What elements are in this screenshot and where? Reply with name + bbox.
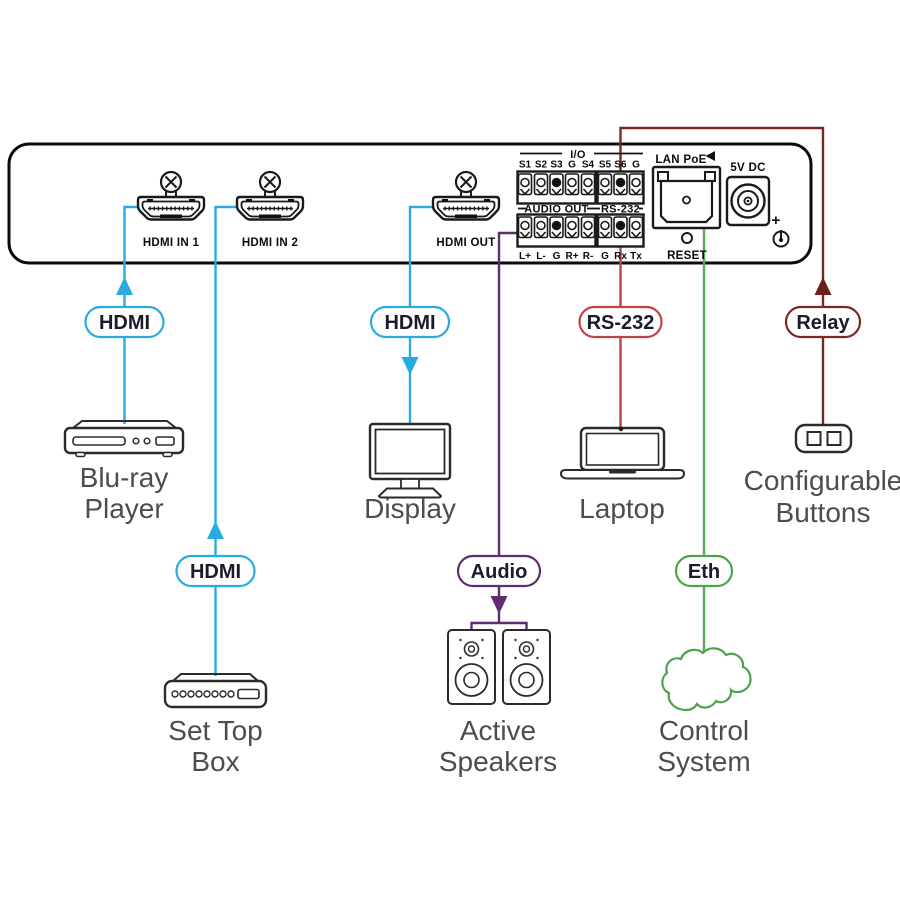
control-system-label-line1: Control bbox=[659, 715, 749, 746]
svg-text:Eth: Eth bbox=[688, 561, 720, 583]
hdmi-connector-icon bbox=[431, 195, 501, 221]
bluray-player-icon bbox=[63, 420, 185, 458]
terminal-screws bbox=[517, 216, 644, 239]
polarity-plus-label: + bbox=[771, 212, 780, 229]
arrow-down-icon bbox=[490, 596, 508, 614]
svg-text:Tx: Tx bbox=[630, 251, 642, 262]
arrow-up-icon bbox=[207, 521, 224, 539]
arrow-up-icon bbox=[116, 277, 133, 295]
svg-text:S5: S5 bbox=[599, 160, 612, 171]
svg-text:G: G bbox=[601, 251, 609, 262]
rs232-badge: RS-232 bbox=[578, 305, 663, 339]
laptop-icon bbox=[559, 426, 686, 480]
io-header: I/O bbox=[570, 149, 586, 161]
screw-icon bbox=[159, 170, 183, 198]
configurable-buttons-icon bbox=[794, 423, 853, 454]
audio-cable bbox=[497, 231, 518, 623]
svg-text:S4: S4 bbox=[582, 160, 595, 171]
screw-icon bbox=[258, 170, 282, 198]
speakers-label-line1: Active bbox=[460, 715, 536, 746]
io-terminal-block: I/O S1 S2 S3 G S4 S5 S6 G bbox=[516, 149, 645, 205]
lan-poe-label: LAN PoE bbox=[655, 154, 706, 166]
bluray-label-line1: Blu-ray bbox=[80, 462, 169, 493]
reset-label: RESET bbox=[667, 250, 707, 262]
bluray-label-line2: Player bbox=[84, 493, 163, 524]
control-system-label-line2: System bbox=[657, 746, 750, 777]
svg-text:S6: S6 bbox=[614, 160, 627, 171]
arrow-up-icon bbox=[814, 277, 832, 295]
svg-text:S3: S3 bbox=[550, 160, 563, 171]
set-top-box-icon bbox=[163, 673, 268, 709]
hdmi-in-1-label: HDMI IN 1 bbox=[143, 237, 200, 249]
svg-text:G: G bbox=[568, 160, 576, 171]
relay-badge: Relay bbox=[784, 305, 862, 339]
display-label: Display bbox=[364, 493, 456, 524]
svg-text:Audio: Audio bbox=[471, 561, 528, 583]
svg-text:G: G bbox=[632, 160, 640, 171]
speakers-label-line2: Speakers bbox=[439, 746, 557, 777]
config-buttons-label-line1: Configurable bbox=[744, 465, 900, 496]
audio-out-header: AUDIO OUT bbox=[524, 204, 588, 216]
hdmi-in-2-port: HDMI IN 2 bbox=[235, 170, 305, 249]
svg-text:HDMI: HDMI bbox=[384, 312, 435, 334]
hdmi-in-2-label: HDMI IN 2 bbox=[242, 237, 298, 249]
hdmi-in-1-cable bbox=[123, 205, 139, 424]
polarity-icon bbox=[772, 230, 790, 248]
barrel-jack-icon bbox=[725, 175, 771, 227]
svg-text:L-: L- bbox=[536, 251, 545, 262]
hdmi-in-1-badge: HDMI bbox=[84, 305, 165, 339]
rj45-port-icon bbox=[651, 165, 722, 230]
cloud-icon bbox=[661, 647, 752, 712]
audio-out-terminal-block: AUDIO OUT RS-232 L+ L- G R+ R- G Rx Tx bbox=[516, 204, 645, 262]
hdmi-in-2-badge: HDMI bbox=[175, 554, 256, 588]
set-top-box-label-line2: Box bbox=[191, 746, 239, 777]
svg-text:G: G bbox=[553, 251, 561, 262]
terminal-screws bbox=[517, 173, 644, 196]
hdmi-in-2-cable bbox=[214, 205, 238, 676]
laptop-label: Laptop bbox=[579, 493, 665, 524]
svg-text:L+: L+ bbox=[519, 251, 531, 262]
svg-text:HDMI: HDMI bbox=[99, 312, 150, 334]
svg-text:HDMI: HDMI bbox=[190, 561, 241, 583]
triangle-left-icon bbox=[705, 151, 715, 161]
hdmi-out-label: HDMI OUT bbox=[436, 237, 495, 249]
svg-text:Rx: Rx bbox=[614, 251, 627, 262]
svg-text:R+: R+ bbox=[565, 251, 578, 262]
hdmi-out-badge: HDMI bbox=[369, 305, 451, 339]
screw-icon bbox=[454, 170, 478, 198]
audio-badge: Audio bbox=[456, 554, 542, 588]
speakers-icon bbox=[447, 629, 551, 705]
svg-text:R-: R- bbox=[583, 251, 594, 262]
reset-button: RESET bbox=[667, 232, 707, 262]
rs232-header: RS-232 bbox=[601, 204, 640, 216]
svg-text:RS-232: RS-232 bbox=[587, 312, 655, 334]
ethernet-badge: Eth bbox=[674, 554, 734, 588]
hdmi-out-port: HDMI OUT bbox=[431, 170, 501, 249]
hdmi-connector-icon bbox=[136, 195, 206, 221]
dc-power-jack: 5V DC + bbox=[725, 162, 790, 248]
audio-cable-split bbox=[470, 621, 528, 631]
svg-text:S2: S2 bbox=[535, 160, 548, 171]
svg-text:Relay: Relay bbox=[796, 312, 850, 334]
power-label: 5V DC bbox=[730, 162, 765, 174]
set-top-box-label-line1: Set Top bbox=[168, 715, 262, 746]
lan-poe-port: LAN PoE bbox=[651, 151, 722, 230]
hdmi-in-1-port: HDMI IN 1 bbox=[136, 170, 206, 249]
display-icon bbox=[368, 422, 452, 499]
hdmi-out-cable bbox=[408, 205, 434, 425]
svg-text:S1: S1 bbox=[519, 160, 532, 171]
config-buttons-label-line2: Buttons bbox=[776, 497, 871, 528]
arrow-down-icon bbox=[401, 357, 419, 375]
hdmi-connector-icon bbox=[235, 195, 305, 221]
